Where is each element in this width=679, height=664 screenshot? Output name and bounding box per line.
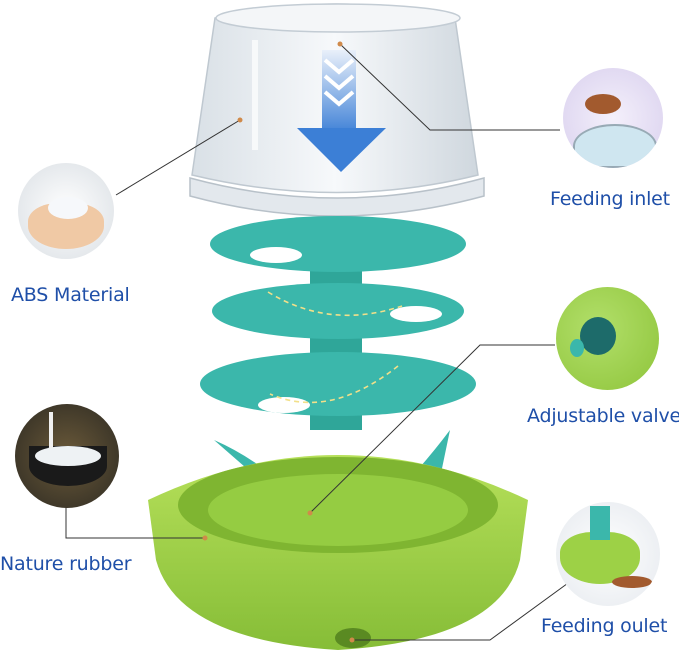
leader-lines (65, 41, 576, 643)
feeding-inlet-photo (563, 68, 663, 168)
adjustable-valve-photo (556, 287, 659, 390)
label-feeding-outlet: Feeding oulet (541, 615, 668, 637)
teal-tier-stack (200, 216, 476, 519)
label-abs-material: ABS Material (11, 284, 130, 306)
green-rubber-base (148, 455, 528, 650)
label-feeding-inlet: Feeding inlet (550, 188, 670, 210)
feeding-outlet-photo (556, 502, 660, 606)
abs-material-photo (18, 163, 114, 259)
downward-arrow-icon (297, 50, 386, 172)
label-adjustable-valve: Adjustable valve (527, 405, 679, 427)
label-nature-rubber: Nature rubber (0, 553, 132, 575)
nature-rubber-photo (15, 404, 119, 508)
